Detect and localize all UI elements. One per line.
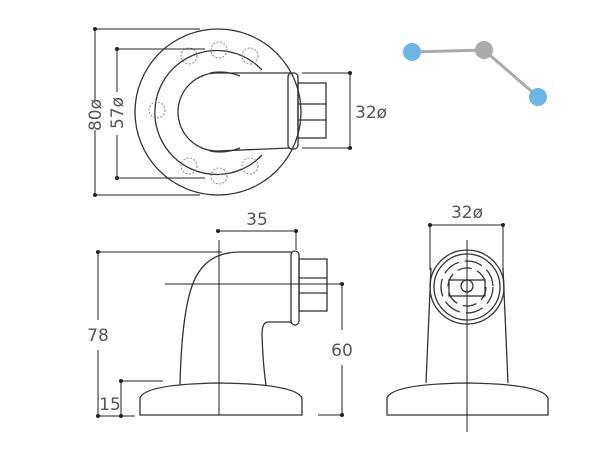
plug bbox=[298, 258, 328, 312]
inner-ring-arc bbox=[154, 49, 263, 176]
dim-line-32-top bbox=[302, 72, 351, 149]
dim-line-32-front bbox=[429, 224, 504, 270]
arm-body bbox=[177, 72, 291, 152]
plug-lines bbox=[299, 277, 327, 294]
dim-80-label: 80ø bbox=[86, 99, 106, 131]
dim-line-80 bbox=[94, 28, 200, 196]
top-view: 80ø 57ø 32ø bbox=[86, 27, 387, 197]
base bbox=[139, 382, 303, 416]
arm-outer bbox=[179, 251, 292, 386]
connector-icon bbox=[403, 41, 547, 106]
arm-inner bbox=[261, 321, 292, 386]
dim-line-57 bbox=[116, 48, 205, 179]
outer-flange bbox=[134, 28, 302, 196]
dim-57-label: 57ø bbox=[108, 97, 128, 129]
dim-line-78 bbox=[97, 251, 222, 417]
arm-edge bbox=[209, 71, 241, 153]
collar bbox=[290, 250, 300, 326]
side-view: 35 78 15 60 bbox=[87, 210, 353, 418]
dim-line-35 bbox=[218, 230, 297, 250]
dim-32-top-label: 32ø bbox=[355, 103, 387, 123]
dim-15-label: 15 bbox=[99, 395, 121, 415]
dim-35-label: 35 bbox=[246, 210, 268, 230]
dim-32-front-label: 32ø bbox=[451, 203, 483, 223]
front-view: 32ø bbox=[386, 203, 549, 432]
dim-line-15 bbox=[120, 380, 163, 416]
dim-60-label: 60 bbox=[331, 341, 353, 361]
plug bbox=[297, 82, 327, 139]
dim-line-60 bbox=[165, 283, 343, 416]
mounting-holes bbox=[148, 41, 259, 185]
plug-lines bbox=[298, 103, 326, 121]
dim-78-label: 78 bbox=[87, 326, 109, 346]
